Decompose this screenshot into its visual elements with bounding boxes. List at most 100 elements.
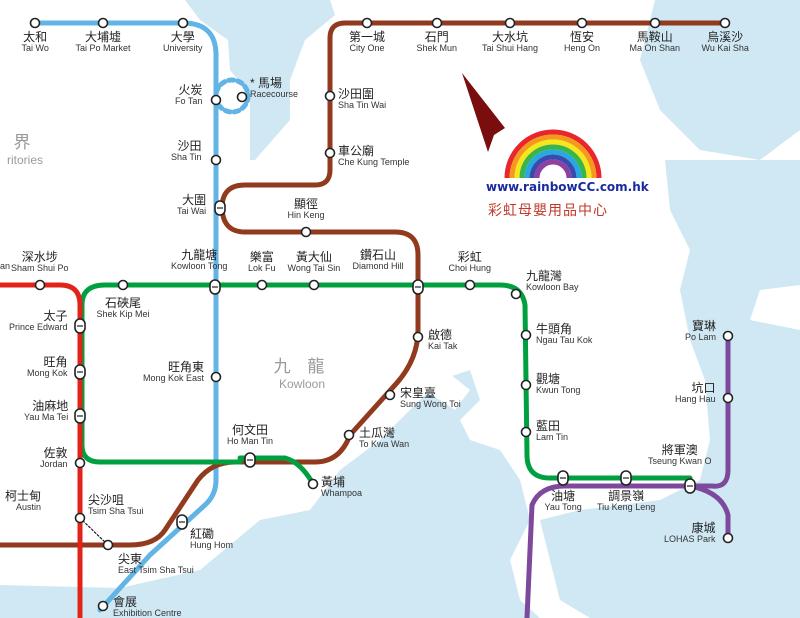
station-marker-lam-tin[interactable] (520, 426, 532, 438)
station-label-lai-chi-kok-partial[interactable]: an (0, 261, 10, 271)
station-marker-university[interactable] (177, 17, 189, 29)
tsuen-wan-line[interactable] (0, 282, 83, 618)
ad-url[interactable]: www.rainbowCC.com.hk (486, 180, 649, 194)
station-marker-choi-hung[interactable] (464, 279, 476, 291)
advertisement (462, 73, 602, 179)
kwun-tong-whampoa[interactable] (237, 455, 315, 485)
station-marker-tai-wo[interactable] (29, 17, 41, 29)
station-marker-fo-tan[interactable] (210, 94, 222, 106)
station-marker-tai-shui-hang[interactable] (504, 17, 516, 29)
station-marker-kowloon-bay[interactable] (510, 288, 522, 300)
station-marker-po-lam[interactable] (722, 330, 734, 342)
station-marker-city-one[interactable] (361, 17, 373, 29)
station-name-zh: 沙田 (177, 139, 202, 153)
station-name-en: Tsim Sha Tsui (88, 505, 144, 516)
station-marker-lohas-park[interactable] (722, 532, 734, 544)
rainbow-band (504, 129, 602, 179)
station-marker-ma-on-shan[interactable] (649, 17, 661, 29)
station-marker-lok-fu[interactable] (256, 279, 268, 291)
station-marker-wong-tai-sin[interactable] (308, 279, 320, 291)
station-marker-sha-tin[interactable] (210, 154, 222, 166)
station-marker-hin-keng[interactable] (300, 226, 312, 238)
station-marker-heng-on[interactable] (576, 17, 588, 29)
station-marker-mong-kok-east[interactable] (210, 371, 222, 383)
station-marker-hang-hau[interactable] (722, 392, 734, 404)
station-marker-sha-tin-wai[interactable] (324, 90, 336, 102)
station-marker-sham-shui-po[interactable] (34, 279, 46, 291)
tko-lohas-spur[interactable] (687, 483, 731, 541)
station-name-zh: 黃埔 (321, 475, 346, 489)
station-marker-shek-mun[interactable] (431, 17, 443, 29)
kwun-tong-line[interactable] (79, 282, 693, 481)
station-name-zh: 調景嶺 (608, 489, 645, 503)
station-name-zh: 佐敦 (43, 446, 68, 460)
station-marker-east-tsim-sha-tsui[interactable] (102, 539, 114, 551)
station-marker-kai-tak[interactable] (412, 331, 424, 343)
station-marker-tai-po-market[interactable] (97, 17, 109, 29)
station-marker-tsim-sha-tsui[interactable] (74, 512, 86, 524)
east-rail-line[interactable] (32, 20, 219, 613)
station-marker-jordan[interactable] (74, 457, 86, 469)
station-marker-to-kwa-wan[interactable] (343, 429, 355, 441)
station-marker-kwun-tong[interactable] (520, 379, 532, 391)
station-marker-wu-kai-sha[interactable] (719, 17, 731, 29)
station-marker-sung-wong-toi[interactable] (384, 389, 396, 401)
station-marker-che-kung-temple[interactable] (324, 147, 336, 159)
station-marker-racecourse[interactable] (236, 91, 248, 103)
station-marker-whampoa[interactable] (307, 478, 319, 490)
station-marker-ngau-tau-kok[interactable] (520, 329, 532, 341)
tseung-kwan-o-line[interactable] (524, 333, 731, 618)
station-marker-exhibition-centre[interactable] (97, 600, 109, 612)
station-marker-shek-kip-mei[interactable] (117, 279, 129, 291)
